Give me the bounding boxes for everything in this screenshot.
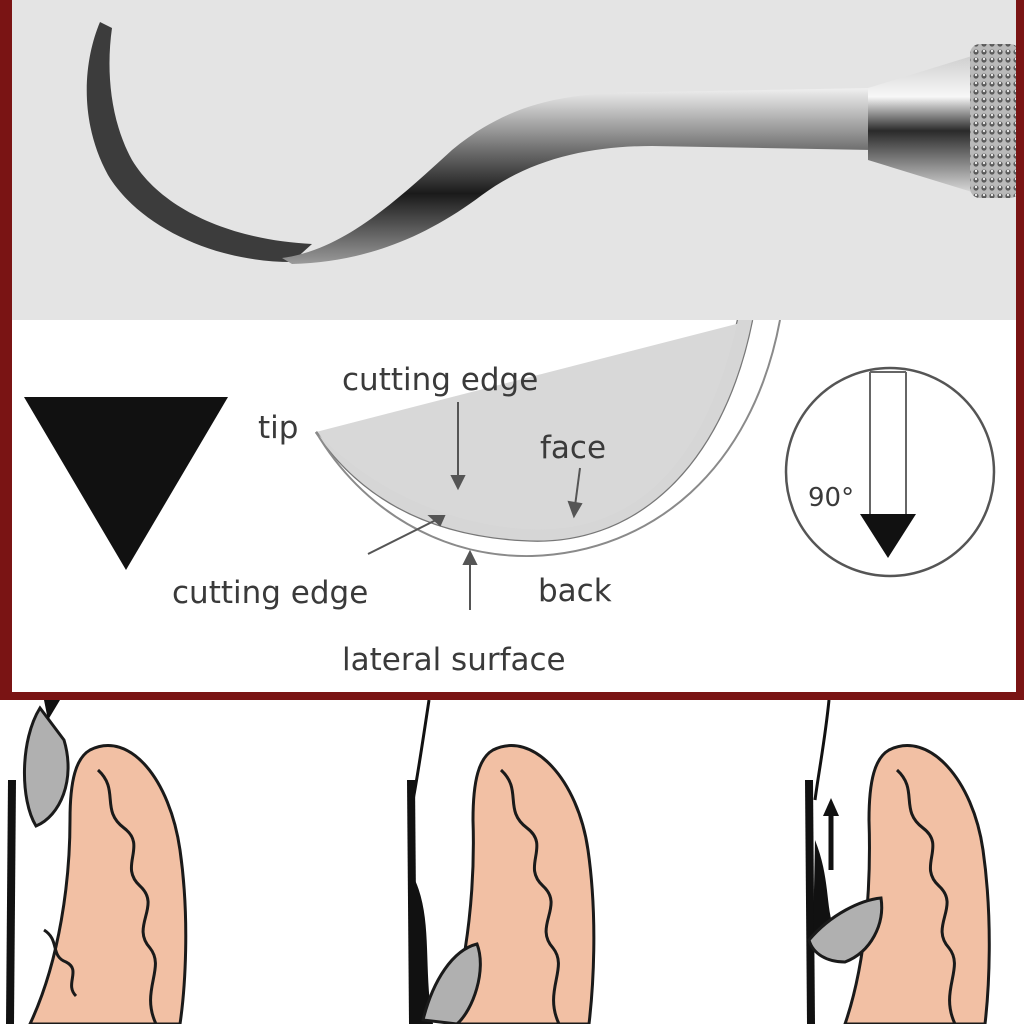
triangle-cross-section-icon xyxy=(24,397,228,570)
label-cutting-edge-bottom: cutting edge xyxy=(172,575,368,611)
ferrule-shape xyxy=(868,56,972,192)
curette-engagement-icon xyxy=(407,700,596,1024)
step-1-panel xyxy=(0,700,395,1024)
label-back: back xyxy=(538,573,612,609)
shank-shape xyxy=(282,88,872,264)
step-2-panel xyxy=(403,700,793,1024)
label-face: face xyxy=(540,430,606,466)
arrow-up-icon xyxy=(823,798,839,816)
procedure-steps xyxy=(0,700,1024,1024)
blade-outline xyxy=(314,320,781,558)
curette-insertion-icon xyxy=(6,700,188,1024)
curette-instrument-icon xyxy=(86,22,1016,264)
gum-tissue xyxy=(28,744,188,1024)
blade-anatomy-diagram: tip cutting edge face cutting edge back … xyxy=(12,320,1016,692)
label-tip: tip xyxy=(258,410,298,446)
label-angle: 90° xyxy=(808,483,854,513)
leader-lines xyxy=(367,402,583,610)
label-lateral-surface: lateral surface xyxy=(342,642,566,678)
instrument-photo xyxy=(12,0,1016,320)
step-3-panel xyxy=(801,700,1024,1024)
gum-tissue xyxy=(843,744,991,1024)
blade-shape xyxy=(86,22,312,262)
angle-triangle-icon xyxy=(860,514,916,558)
angle-detail: 90° xyxy=(784,366,996,578)
knurled-handle xyxy=(970,44,1016,198)
curette-stroke-up-icon xyxy=(805,700,991,1024)
label-cutting-edge-top: cutting edge xyxy=(342,362,538,398)
